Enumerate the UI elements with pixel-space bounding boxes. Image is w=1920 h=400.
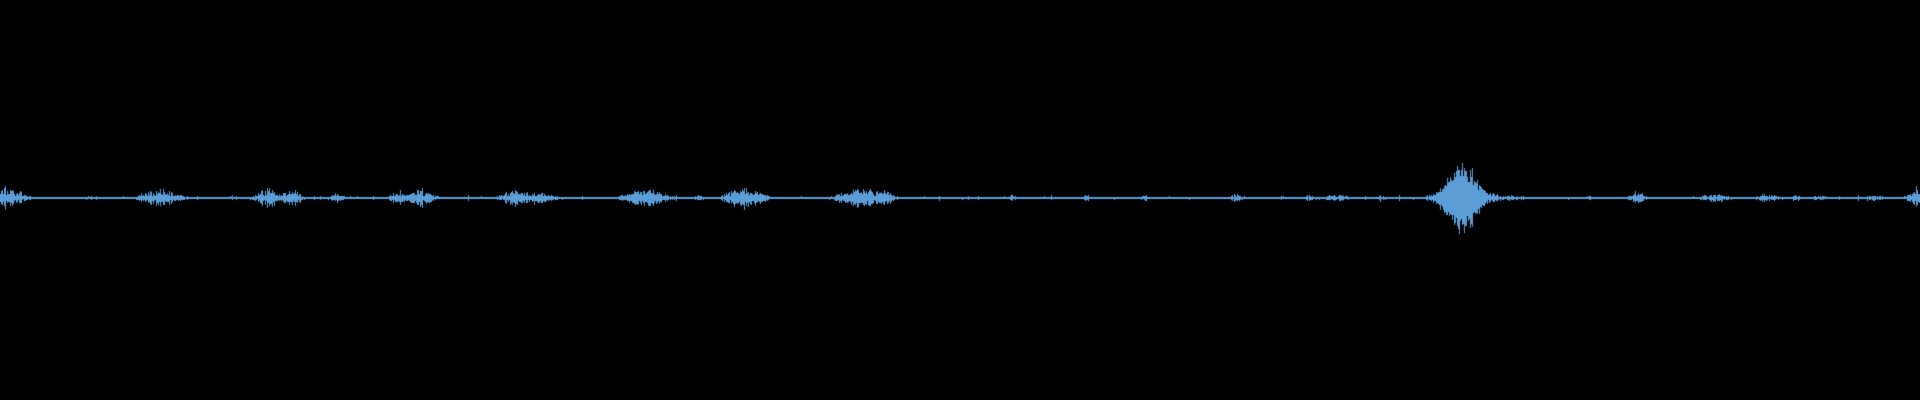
audio-waveform <box>0 0 1920 400</box>
waveform-stage <box>0 0 1920 400</box>
